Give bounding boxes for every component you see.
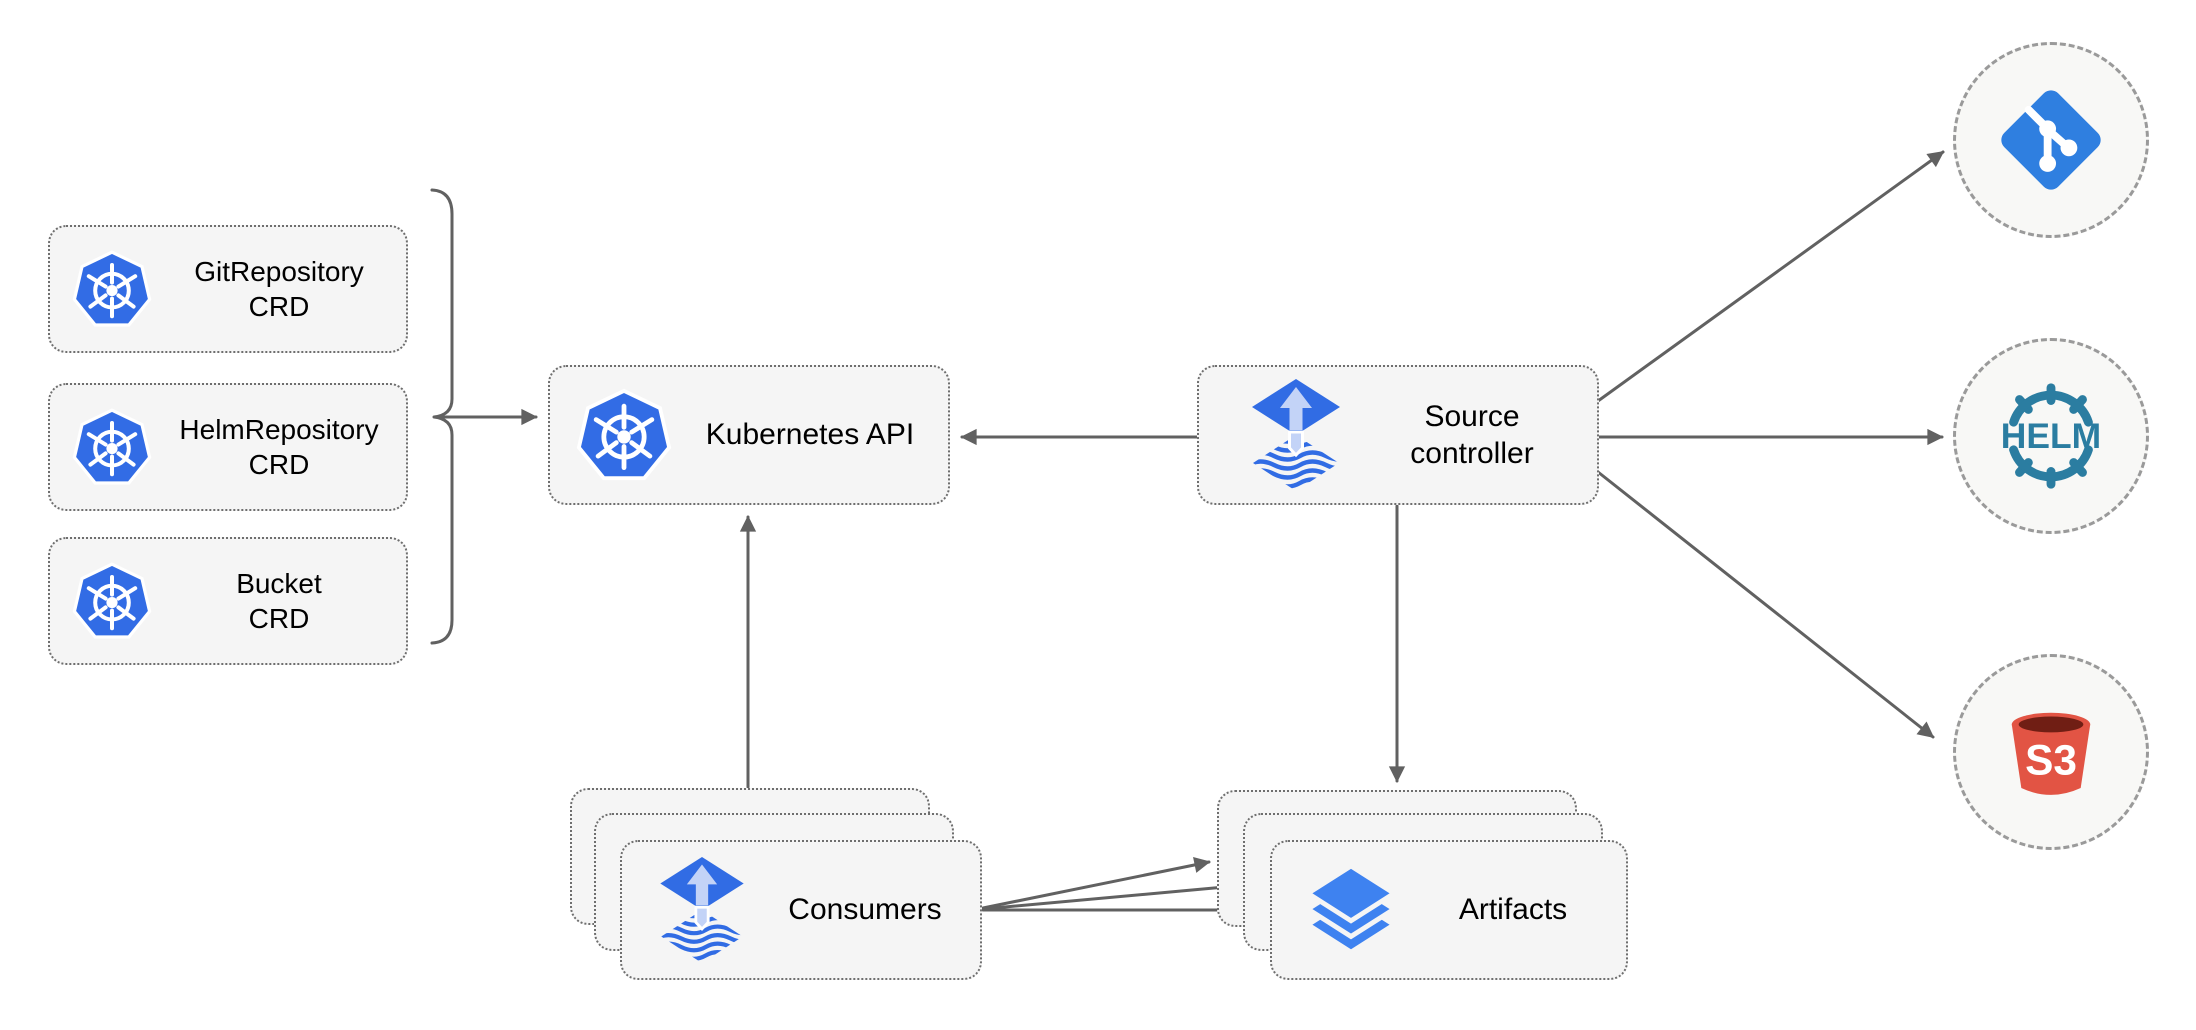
git-icon [1995,84,2107,196]
artifacts-label: Artifacts [1458,893,1568,927]
s3-logo-text: S3 [2025,736,2077,783]
s3-circle: S3 [1953,654,2149,850]
kubernetes-icon [72,249,152,329]
kubernetes-api-node: Kubernetes API [548,365,950,505]
edge-source-to-git [1596,150,1945,403]
flux-icon [1245,378,1347,492]
kubernetes-icon [576,387,672,483]
kubernetes-api-label: Kubernetes API [705,418,915,452]
edge-consumers-to-artifacts-back [981,856,1211,910]
s3-bucket-icon: S3 [1998,699,2104,805]
consumers-label: Consumers [788,893,942,927]
kubernetes-icon [72,561,152,641]
helm-circle: HELM [1953,338,2149,534]
helm-logo-text: HELM [2001,416,2101,456]
artifacts-node: Artifacts [1270,840,1628,980]
edge-consumers-to-artifacts-middle [981,879,1238,911]
helm-icon: HELM [1987,381,2115,491]
kubernetes-icon [72,407,152,487]
consumers-node: Consumers [620,840,982,980]
flux-icon [654,856,750,964]
crd-group-brace [430,188,454,645]
layers-icon [1302,860,1400,960]
git-circle [1953,42,2149,238]
edge-source-to-s3 [1596,470,1935,739]
